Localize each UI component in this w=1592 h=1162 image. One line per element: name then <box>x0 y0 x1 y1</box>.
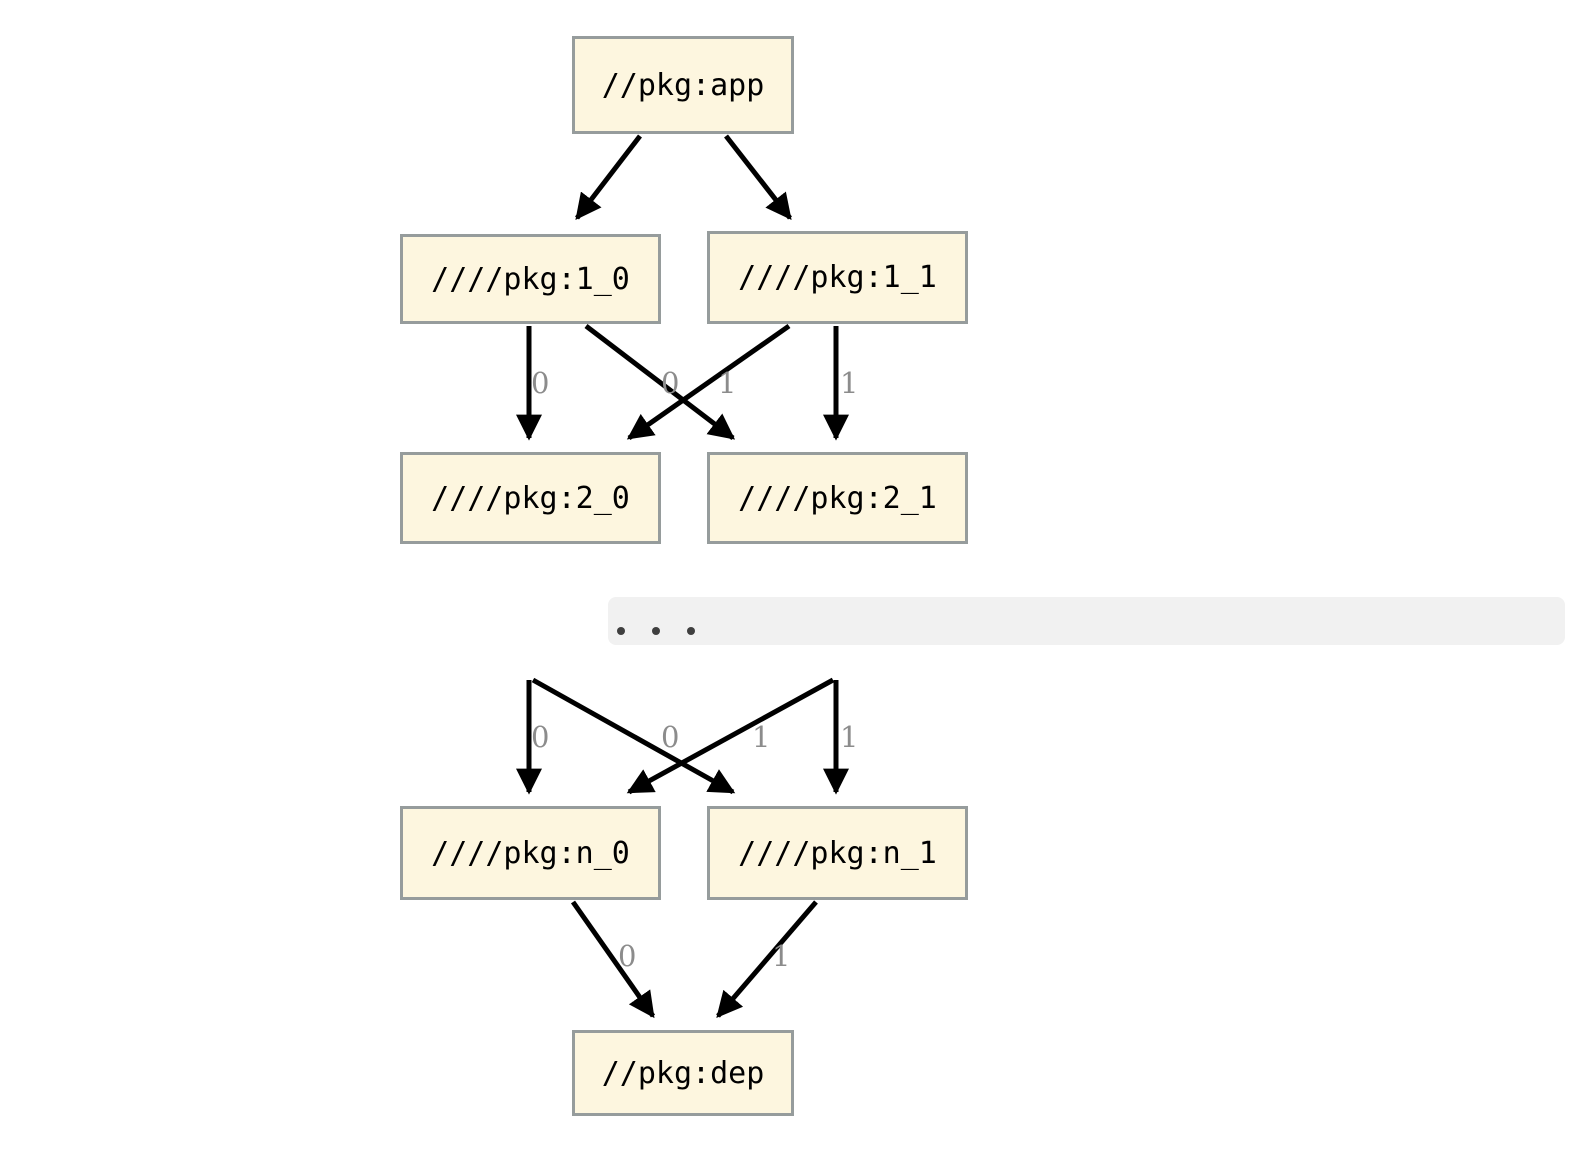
ellipsis-dot-2 <box>652 627 660 635</box>
ellipsis-dot-3 <box>687 627 695 635</box>
edge-label-n_1-dep: 1 <box>772 939 791 973</box>
node-app-label: //pkg:app <box>601 67 765 103</box>
ellipsis-band <box>608 597 1565 645</box>
node-dep-label: //pkg:dep <box>601 1055 765 1091</box>
node-pkg-2-0-label: ////pkg:2_0 <box>431 480 630 516</box>
ellipsis-dots <box>608 627 695 645</box>
edge-app-to-1_0 <box>575 134 642 221</box>
edge-label-dangling-n_0-right: 0 <box>661 720 680 754</box>
node-app[interactable]: //pkg:app <box>572 36 794 134</box>
node-pkg-1-1-label: ////pkg:1_1 <box>738 260 937 295</box>
edge-label-1_0-2_0: 0 <box>531 366 550 400</box>
node-pkg-1-0-label: ////pkg:1_0 <box>431 261 630 297</box>
node-pkg-n-0[interactable]: ////pkg:n_0 <box>400 806 661 900</box>
edge-label-dangling-n_1-right: 1 <box>840 720 859 754</box>
node-pkg-n-1[interactable]: ////pkg:n_1 <box>707 806 968 900</box>
node-pkg-n-1-label: ////pkg:n_1 <box>738 835 937 871</box>
node-pkg-1-0[interactable]: ////pkg:1_0 <box>400 234 661 324</box>
edge-label-1_0-2_1: 1 <box>718 366 737 400</box>
edge-label-dangling-n_1-left: 1 <box>752 720 771 754</box>
edge-label-n_0-dep: 0 <box>618 939 637 973</box>
edge-dangling-right-to-n_0 <box>626 677 835 795</box>
ellipsis-dot-1 <box>617 627 625 635</box>
edge-dangling-left-to-n_1 <box>531 677 736 795</box>
edge-1_1-to-2_0 <box>626 323 791 441</box>
edge-app-to-1_1 <box>724 134 792 221</box>
edge-1_0-to-2_1 <box>584 324 736 440</box>
edge-n_0-to-dep <box>570 900 656 1019</box>
node-pkg-2-0[interactable]: ////pkg:2_0 <box>400 452 661 544</box>
node-dep[interactable]: //pkg:dep <box>572 1030 794 1116</box>
node-pkg-2-1-label: ////pkg:2_1 <box>738 480 937 516</box>
edge-label-1_1-2_0: 0 <box>661 366 680 400</box>
edge-label-1_1-2_1: 1 <box>840 366 859 400</box>
node-pkg-2-1[interactable]: ////pkg:2_1 <box>707 452 968 544</box>
edge-n_1-to-dep <box>716 900 818 1018</box>
node-pkg-n-0-label: ////pkg:n_0 <box>431 835 630 871</box>
edge-label-dangling-n_0-left: 0 <box>531 720 550 754</box>
node-pkg-1-1[interactable]: ////pkg:1_1 <box>707 231 968 324</box>
